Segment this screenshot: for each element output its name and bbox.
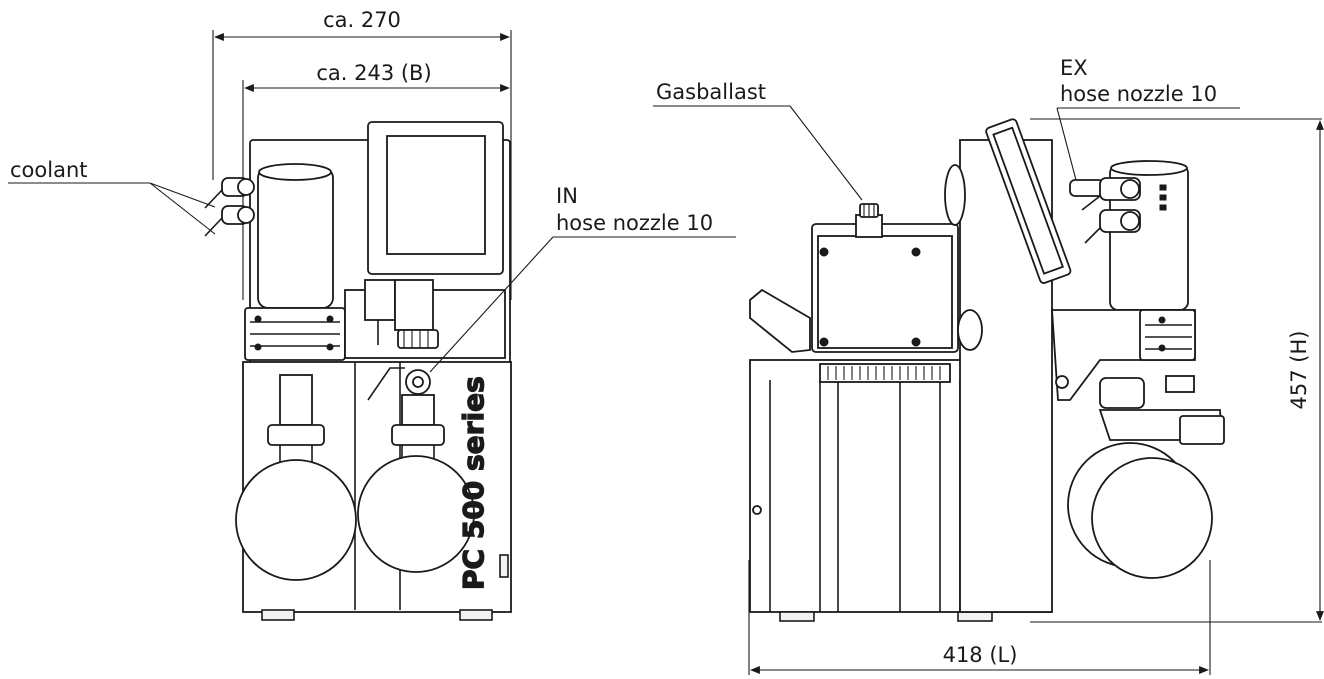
callout-gasballast: Gasballast: [653, 80, 863, 201]
ex-fittings: [1069, 177, 1141, 244]
front-left-flask: [235, 459, 357, 581]
front-display-screen: [386, 135, 486, 255]
front-condenser: [257, 167, 334, 309]
dimension-height-label: 457 (H): [1287, 331, 1311, 410]
side-flask-front: [1091, 457, 1213, 579]
front-valve-block: [364, 279, 396, 321]
side-display: [985, 118, 1072, 284]
callout-in-nozzle: hose nozzle 10: [556, 211, 713, 235]
dimension-length-label: 418 (L): [943, 643, 1018, 667]
callout-ex-nozzle: hose nozzle 10: [1060, 82, 1217, 106]
callout-ex: EX hose nozzle 10: [1056, 56, 1240, 181]
callout-in: IN hose nozzle 10: [429, 184, 736, 373]
dimension-total-width-label: ca. 270: [323, 8, 401, 32]
side-view: [749, 118, 1225, 622]
product-label: PC 500 series: [457, 376, 490, 590]
dimension-height: 457 (H): [1030, 118, 1324, 623]
side-handle: [749, 288, 811, 353]
dimension-body-width-label: ca. 243 (B): [316, 61, 431, 85]
front-foot-left: [261, 609, 295, 621]
callout-ex-label: EX: [1060, 56, 1088, 80]
callout-coolant: coolant: [8, 158, 216, 235]
front-foot-right: [459, 609, 493, 621]
front-view: PC 500 series: [204, 121, 512, 621]
front-right-flask: [357, 455, 475, 573]
dimension-total-width: ca. 270: [212, 8, 512, 300]
coolant-fittings: [204, 177, 255, 237]
front-left-neck: [279, 374, 313, 426]
callout-in-label: IN: [556, 184, 578, 208]
dimension-length: 418 (L): [748, 560, 1211, 675]
callout-coolant-label: coolant: [10, 158, 88, 182]
side-vent-grille: [819, 363, 951, 383]
gasballast-valve: [855, 214, 883, 238]
callout-gasballast-label: Gasballast: [656, 80, 766, 104]
dimension-body-width: ca. 243 (B): [242, 61, 510, 300]
